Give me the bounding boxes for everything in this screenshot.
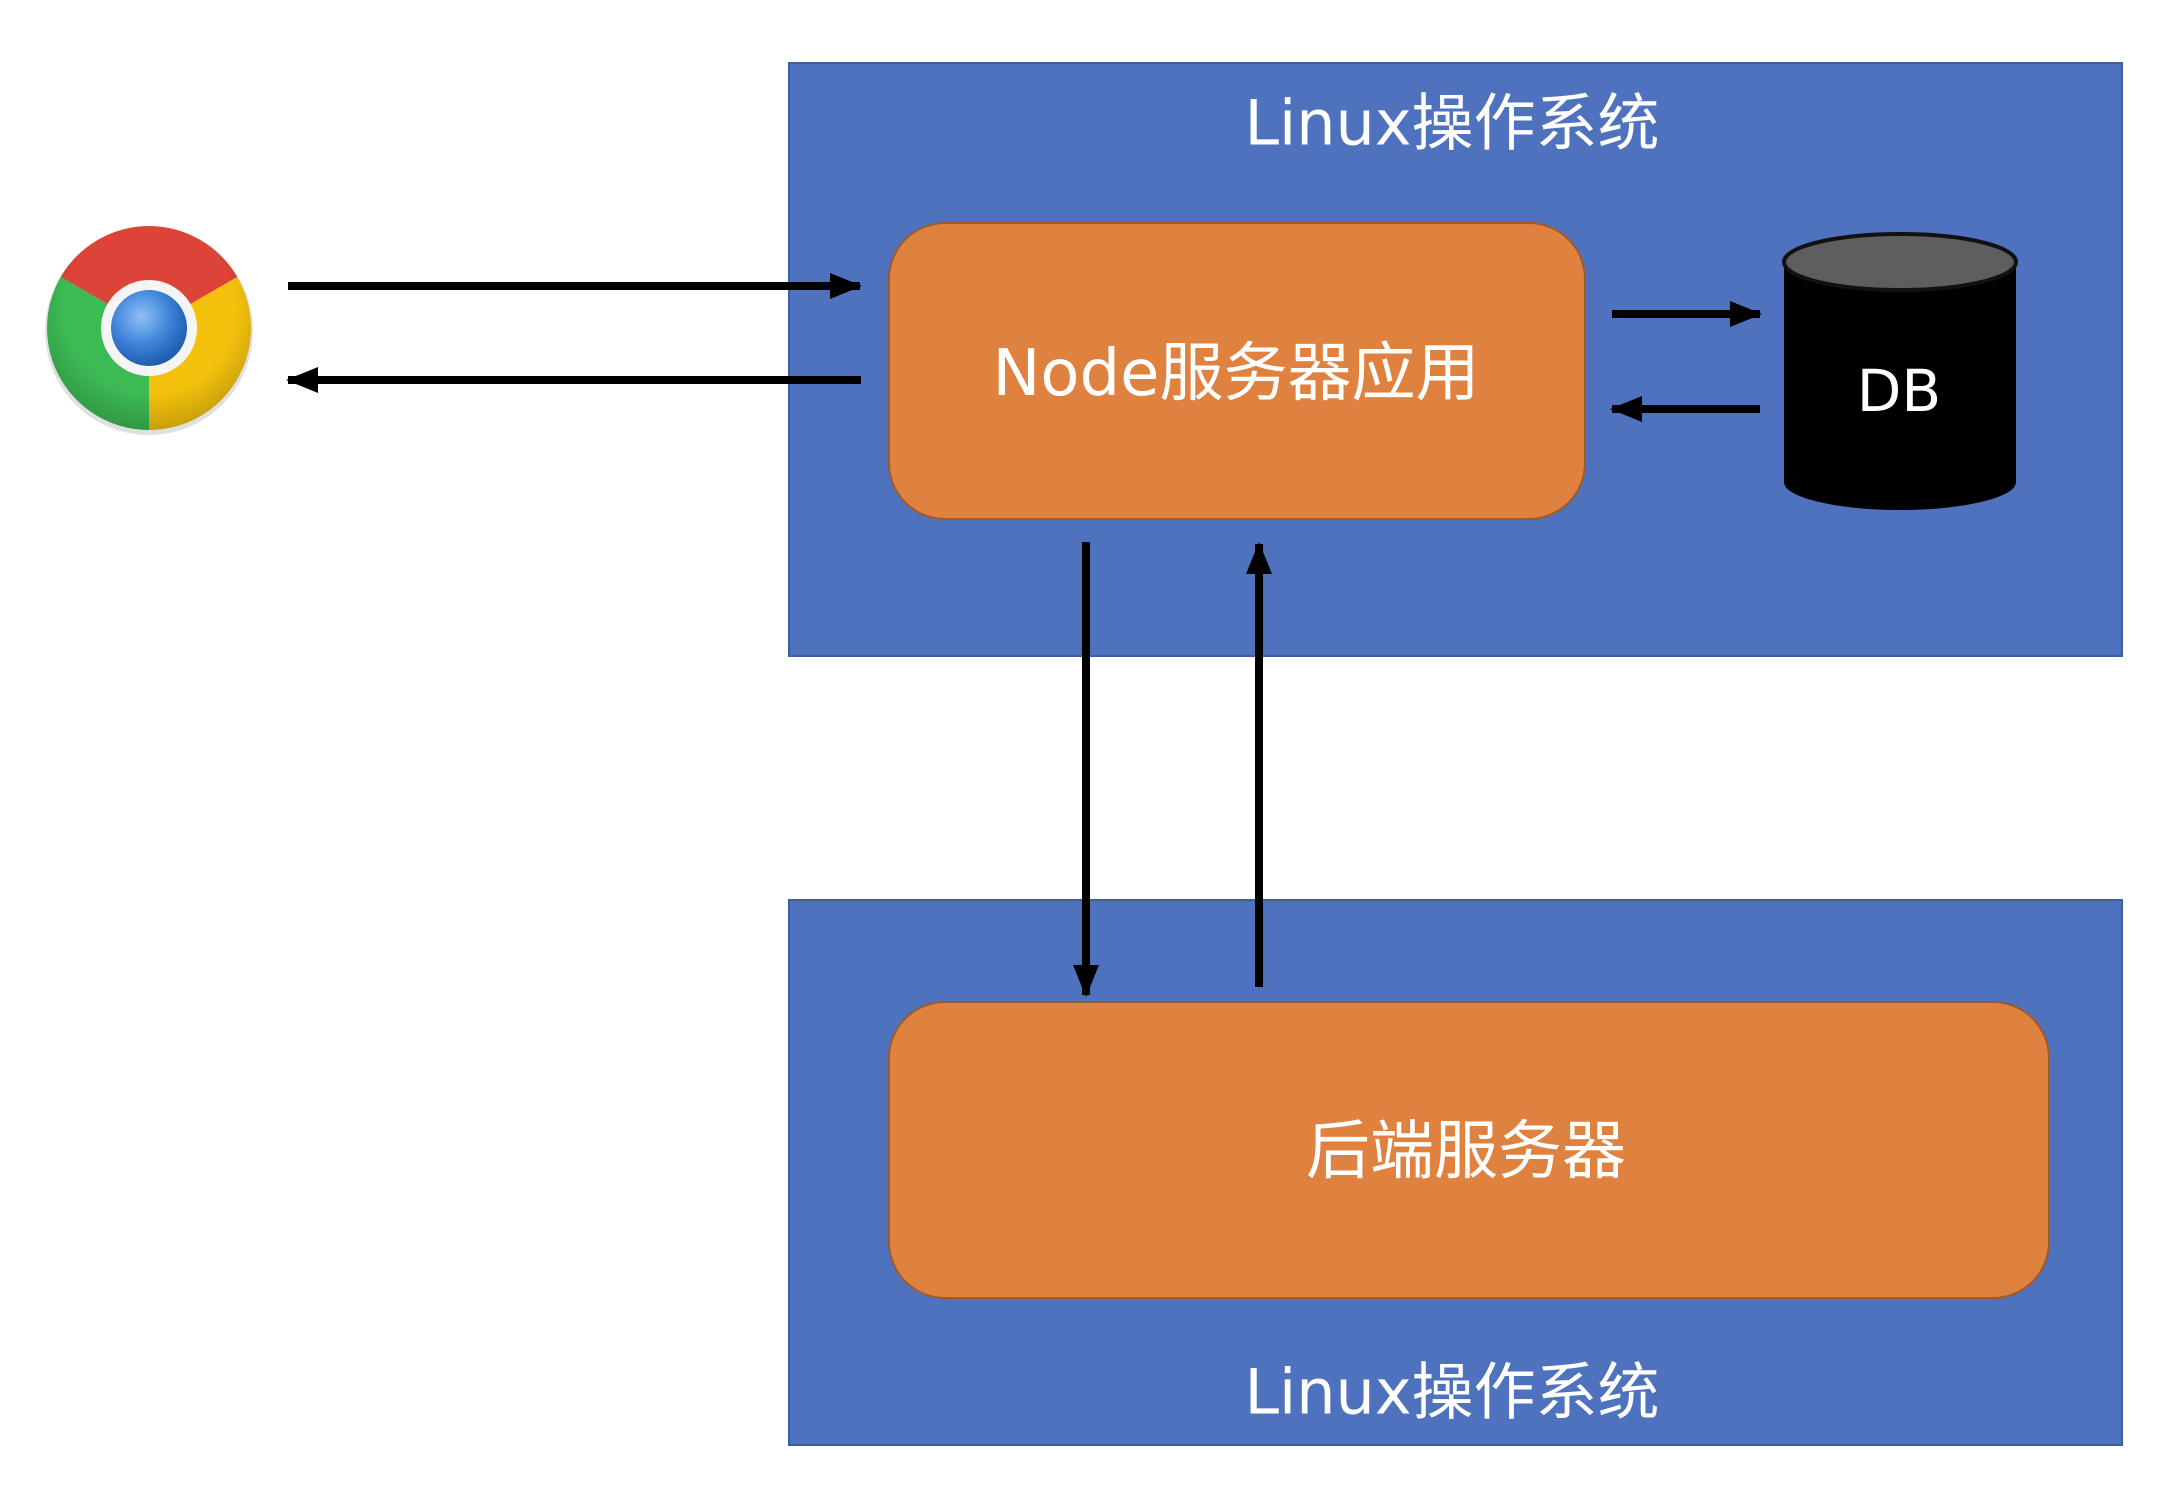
top-os-label: Linux操作系统 [1244,87,1659,160]
bottom-os-label: Linux操作系统 [1244,1356,1659,1429]
chrome-icon [45,226,253,435]
node-app-label: Node服务器应用 [992,337,1479,411]
backend-server-box: 后端服务器 [888,1001,2050,1299]
db-label: DB [1857,357,1941,425]
backend-server-label: 后端服务器 [1306,1115,1626,1189]
database-cylinder: DB [1782,232,2018,510]
node-app-box: Node服务器应用 [888,222,1586,520]
